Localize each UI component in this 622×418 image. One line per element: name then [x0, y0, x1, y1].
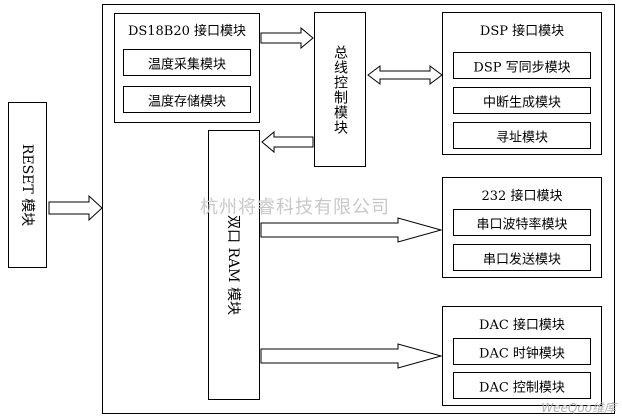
reset-to-system-arrow	[48, 194, 103, 222]
serial232-module-title: 232 接口模块	[481, 189, 563, 204]
dac-clock-module: DAC 时钟模块	[453, 338, 591, 365]
bus-control-label: 总线控制模块	[332, 44, 348, 135]
temp-acquisition-label: 温度采集模块	[147, 57, 226, 72]
serial-send-label: 串口发送模块	[482, 252, 561, 267]
bus-dsp-bidirectional-arrow	[367, 65, 443, 85]
serial-send-module: 串口发送模块	[453, 244, 591, 271]
bus-to-ram-arrow	[261, 130, 314, 154]
ds18b20-to-bus-arrow	[260, 26, 314, 50]
temp-storage-label: 温度存储模块	[147, 94, 226, 109]
dual-ram-module: 双口 RAM 模块	[208, 130, 260, 400]
dsp-module-title: DSP 接口模块	[479, 24, 565, 39]
addressing-label: 寻址模块	[495, 130, 548, 145]
ds18b20-module: DS18B20 接口模块 温度采集模块 温度存储模块	[114, 13, 260, 123]
dsp-write-sync-label: DSP 写同步模块	[473, 60, 571, 75]
baud-rate-label: 串口波特率模块	[476, 217, 568, 232]
ram-to-serial232-arrow	[260, 217, 443, 243]
dac-control-label: DAC 控制模块	[479, 380, 565, 395]
dsp-module: DSP 接口模块 DSP 写同步模块 中断生成模块 寻址模块	[442, 12, 602, 155]
addressing-module: 寻址模块	[453, 122, 591, 149]
dac-module-title: DAC 接口模块	[479, 318, 565, 333]
interrupt-gen-module: 中断生成模块	[453, 87, 591, 114]
baud-rate-module: 串口波特率模块	[453, 209, 591, 236]
interrupt-gen-label: 中断生成模块	[482, 95, 561, 110]
ram-to-dac-arrow	[260, 343, 443, 369]
temp-acquisition-module: 温度采集模块	[123, 49, 251, 76]
company-watermark: 杭州将睿科技有限公司	[200, 197, 390, 218]
dac-clock-label: DAC 时钟模块	[479, 346, 565, 361]
dsp-write-sync-module: DSP 写同步模块	[453, 52, 591, 79]
bus-control-module: 总线控制模块	[314, 12, 366, 167]
ds18b20-module-title: DS18B20 接口模块	[127, 24, 247, 39]
dac-control-module: DAC 控制模块	[453, 372, 591, 399]
dac-module: DAC 接口模块 DAC 时钟模块 DAC 控制模块	[442, 306, 602, 406]
temp-storage-module: 温度存储模块	[123, 86, 251, 113]
reset-module: RESET 模块	[8, 102, 47, 268]
serial232-module: 232 接口模块 串口波特率模块 串口发送模块	[442, 177, 602, 278]
site-logo: WeeQoo维库	[541, 401, 616, 415]
